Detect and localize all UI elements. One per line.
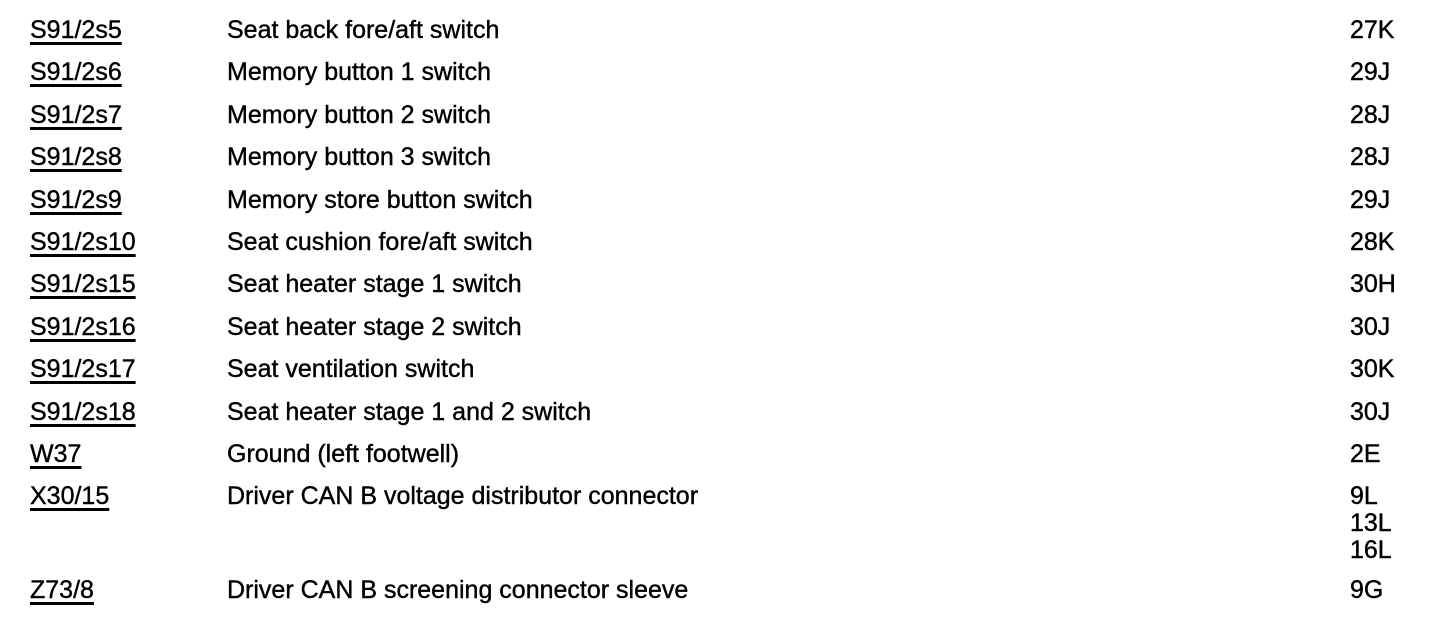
table-row: X30/15 Driver CAN B voltage distributor …	[30, 483, 1456, 577]
component-code-link[interactable]: S91/2s7	[30, 100, 122, 129]
table-row: S91/2s7 Memory button 2 switch 28J	[30, 100, 1456, 144]
component-description: Seat heater stage 2 switch	[227, 312, 522, 341]
location-code: 28K	[1350, 228, 1395, 257]
component-location: 27K	[1350, 16, 1456, 44]
table-row: S91/2s16 Seat heater stage 2 switch 30J	[30, 312, 1456, 356]
location-code: 27K	[1350, 16, 1395, 44]
component-description: Driver CAN B voltage distributor connect…	[227, 482, 699, 511]
component-location: 9G	[1350, 577, 1456, 604]
component-code-link[interactable]: S91/2s16	[30, 312, 136, 341]
component-code-link[interactable]: S91/2s5	[30, 16, 122, 44]
component-code-link[interactable]: S91/2s6	[30, 58, 122, 87]
location-code: 16L	[1350, 536, 1392, 565]
component-code-link[interactable]: S91/2s10	[30, 228, 136, 257]
table-row: W37 Ground (left footwell) 2E	[30, 440, 1456, 483]
component-code-link[interactable]: W37	[30, 440, 82, 469]
table-row: S91/2s18 Seat heater stage 1 and 2 switc…	[30, 397, 1456, 441]
table-row: S91/2s17 Seat ventilation switch 30K	[30, 356, 1456, 398]
component-description: Seat heater stage 1 switch	[227, 270, 522, 299]
component-code-link[interactable]: X30/15	[30, 482, 110, 511]
component-description: Memory store button switch	[227, 185, 533, 214]
component-code-link[interactable]: S91/2s17	[30, 355, 136, 384]
component-description: Ground (left footwell)	[227, 440, 460, 469]
location-code: 30J	[1350, 397, 1391, 426]
component-location: 30J	[1350, 312, 1456, 341]
component-location: 28K	[1350, 228, 1456, 257]
component-description: Memory button 2 switch	[227, 100, 491, 129]
location-code: 30K	[1350, 355, 1395, 384]
component-description: Driver CAN B screening connector sleeve	[227, 576, 689, 605]
table-row: S91/2s5 Seat back fore/aft switch 27K	[30, 16, 1456, 59]
component-location: 29J	[1350, 185, 1456, 214]
component-location: 2E	[1350, 440, 1456, 469]
component-location: 28J	[1350, 100, 1456, 129]
component-description: Seat cushion fore/aft switch	[227, 228, 533, 257]
location-code: 30H	[1350, 270, 1396, 299]
location-code: 9G	[1350, 576, 1384, 605]
location-code: 29J	[1350, 185, 1391, 214]
table-row: S91/2s15 Seat heater stage 1 switch 30H	[30, 271, 1456, 313]
location-code: 29J	[1350, 58, 1391, 87]
component-location: 29J	[1350, 59, 1456, 86]
component-code-link[interactable]: S91/2s9	[30, 185, 122, 214]
component-location: 30H	[1350, 271, 1456, 298]
component-code-link[interactable]: Z73/8	[30, 576, 94, 605]
location-code: 28J	[1350, 100, 1391, 129]
component-code-link[interactable]: S91/2s15	[30, 270, 136, 299]
component-description: Memory button 1 switch	[227, 58, 491, 87]
location-code: 30J	[1350, 312, 1391, 341]
component-location: 30J	[1350, 397, 1456, 426]
table-row: Z73/8 Driver CAN B screening connector s…	[30, 577, 1456, 619]
table-row: S91/2s10 Seat cushion fore/aft switch 28…	[30, 228, 1456, 271]
component-code-link[interactable]: S91/2s18	[30, 397, 136, 426]
table-row: S91/2s6 Memory button 1 switch 29J	[30, 59, 1456, 101]
location-code: 2E	[1350, 440, 1381, 469]
table-row: S91/2s9 Memory store button switch 29J	[30, 185, 1456, 229]
component-description: Seat back fore/aft switch	[227, 16, 500, 44]
component-code-link[interactable]: S91/2s8	[30, 143, 122, 172]
component-description: Seat heater stage 1 and 2 switch	[227, 397, 592, 426]
component-legend-table: S91/2s5 Seat back fore/aft switch 27K S9…	[30, 16, 1456, 619]
component-location: 28J	[1350, 144, 1456, 171]
component-description: Seat ventilation switch	[227, 355, 475, 384]
location-code: 9L	[1350, 482, 1378, 511]
table-row: S91/2s8 Memory button 3 switch 28J	[30, 144, 1456, 186]
location-code: 28J	[1350, 143, 1391, 172]
component-description: Memory button 3 switch	[227, 143, 491, 172]
location-code: 13L	[1350, 509, 1392, 538]
component-location: 30K	[1350, 356, 1456, 383]
